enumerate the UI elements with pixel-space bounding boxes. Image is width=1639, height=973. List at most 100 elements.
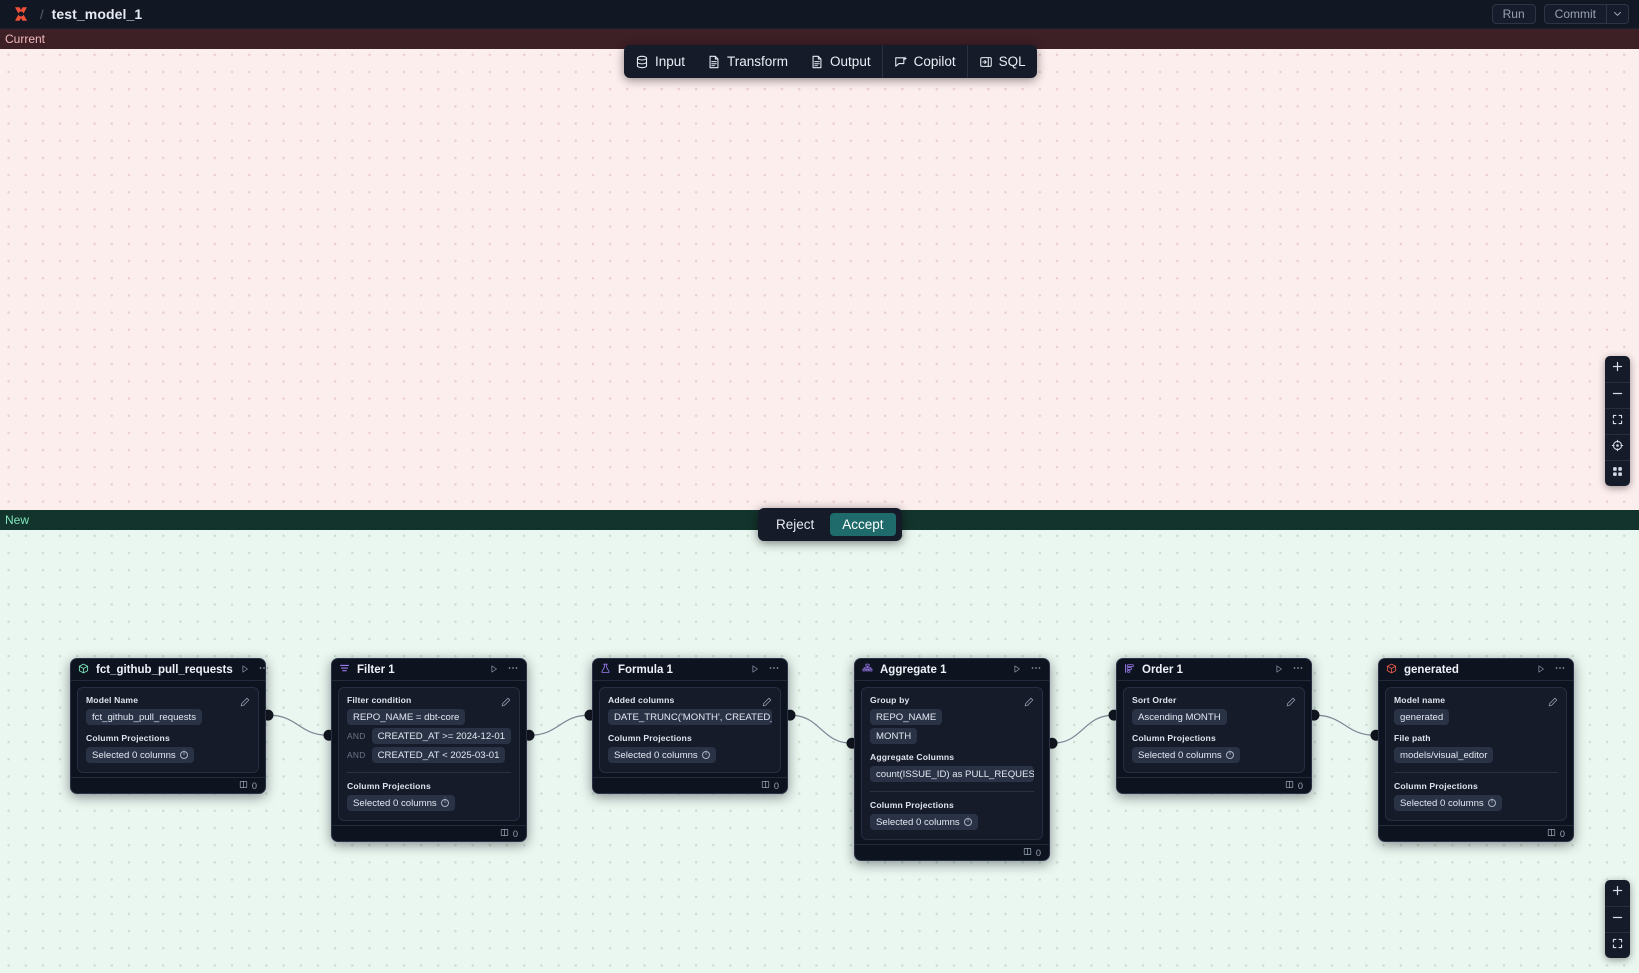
value-pill[interactable]: Selected 0 columns: [1394, 795, 1503, 811]
toolbar-item-sql[interactable]: SQL: [966, 45, 1037, 78]
node-body: Model Name fct_github_pull_requests Colu…: [77, 687, 259, 773]
node-filter[interactable]: Filter 1 Filter condition REPO_NAME = db…: [331, 658, 527, 842]
section-label: Model name: [1394, 695, 1446, 705]
value-pill[interactable]: fct_github_pull_requests: [86, 709, 203, 725]
play-icon[interactable]: [750, 661, 760, 679]
fit-to-screen-button[interactable]: [1605, 408, 1630, 434]
toolbar-label-transform: Transform: [727, 54, 789, 69]
node-generated[interactable]: generated Model name generated File path…: [1378, 658, 1574, 842]
info-icon[interactable]: [440, 798, 450, 808]
zoom-in-button[interactable]: [1605, 880, 1630, 906]
value-pill[interactable]: Ascending MONTH: [1132, 709, 1227, 725]
top-bar: / test_model_1 Run Commit: [0, 0, 1639, 29]
more-horizontal-icon[interactable]: [1030, 661, 1042, 679]
value-pill[interactable]: DATE_TRUNC('MONTH', CREATED_AT…: [608, 709, 772, 725]
play-icon[interactable]: [1274, 661, 1284, 679]
toolbar-item-input[interactable]: Input: [624, 45, 696, 78]
node-title: fct_github_pull_requests: [96, 663, 233, 676]
value-pill[interactable]: REPO_NAME: [870, 709, 943, 725]
pencil-icon[interactable]: [762, 694, 772, 712]
value-pill[interactable]: REPO_NAME = dbt-core: [347, 709, 466, 725]
columns-icon: [500, 828, 509, 839]
value-pill-text: Selected 0 columns: [1138, 749, 1222, 761]
toolbar-item-transform[interactable]: Transform: [696, 45, 799, 78]
value-pill[interactable]: MONTH: [870, 728, 918, 744]
node-header-actions: [240, 661, 270, 679]
node-source[interactable]: fct_github_pull_requests Model Name fct_…: [70, 658, 269, 794]
play-icon[interactable]: [240, 661, 250, 679]
more-horizontal-icon[interactable]: [1292, 661, 1304, 679]
pencil-icon[interactable]: [240, 694, 250, 712]
more-horizontal-icon[interactable]: [507, 661, 519, 679]
value-pill[interactable]: Selected 0 columns: [86, 747, 195, 763]
pencil-icon[interactable]: [1286, 694, 1296, 712]
fit-to-screen-button[interactable]: [1605, 932, 1630, 958]
layout-grid-button[interactable]: [1605, 460, 1630, 486]
pencil-icon[interactable]: [1548, 694, 1558, 712]
value-pill[interactable]: Selected 0 columns: [870, 814, 979, 830]
node-header[interactable]: Formula 1: [593, 659, 787, 681]
more-horizontal-icon[interactable]: [1554, 661, 1566, 679]
value-pill[interactable]: count(ISSUE_ID) as PULL_REQUEST_…: [870, 766, 1034, 782]
diff-action-bar: Reject Accept: [758, 508, 902, 541]
node-section: Model name generated: [1394, 695, 1558, 725]
chevron-down-icon[interactable]: [1606, 4, 1629, 24]
node-formula[interactable]: Formula 1 Added columns DATE_TRUNC('MONT…: [592, 658, 788, 794]
value-pill[interactable]: CREATED_AT < 2025-03-01: [371, 747, 506, 763]
toolbar-item-copilot[interactable]: Copilot: [881, 45, 967, 78]
toolbar-item-output[interactable]: Output: [799, 45, 882, 78]
more-horizontal-icon[interactable]: [768, 661, 780, 679]
pencil-icon[interactable]: [1024, 694, 1034, 712]
play-icon[interactable]: [1536, 661, 1546, 679]
x-logo-icon[interactable]: [10, 3, 32, 25]
zoom-out-button[interactable]: [1605, 906, 1630, 932]
play-icon[interactable]: [489, 661, 499, 679]
node-header[interactable]: Filter 1: [332, 659, 526, 681]
row-count: 0: [251, 780, 257, 791]
current-version-canvas[interactable]: Current: [0, 29, 1639, 510]
value-pill[interactable]: Selected 0 columns: [347, 795, 456, 811]
commit-button[interactable]: Commit: [1543, 4, 1606, 24]
value-pill-text: CREATED_AT < 2025-03-01: [377, 749, 500, 761]
plus-icon: [1611, 360, 1624, 378]
info-icon[interactable]: [701, 750, 711, 760]
run-button[interactable]: Run: [1491, 4, 1536, 24]
info-icon[interactable]: [963, 817, 973, 827]
value-pill[interactable]: models/visual_editor: [1394, 747, 1494, 763]
value-pill-text: fct_github_pull_requests: [92, 711, 197, 723]
value-pill[interactable]: Selected 0 columns: [608, 747, 717, 763]
node-header[interactable]: generated: [1379, 659, 1573, 681]
zoom-out-button[interactable]: [1605, 382, 1630, 408]
node-header[interactable]: Order 1: [1117, 659, 1311, 681]
value-row: generated: [1394, 709, 1558, 725]
sql-panel-icon: [979, 55, 993, 69]
info-icon[interactable]: [1225, 750, 1235, 760]
node-order[interactable]: Order 1 Sort Order Ascending MONTH Colum…: [1116, 658, 1312, 794]
play-icon[interactable]: [1012, 661, 1022, 679]
recenter-button[interactable]: [1605, 434, 1630, 460]
node-aggregate[interactable]: Aggregate 1 Group by REPO_NAME MONTH Agg…: [854, 658, 1050, 861]
node-section: Sort Order Ascending MONTH: [1132, 695, 1296, 725]
new-version-canvas[interactable]: New fct_github_pull_requests Model Name …: [0, 510, 1639, 973]
value-row: Selected 0 columns: [86, 747, 250, 763]
info-icon[interactable]: [179, 750, 189, 760]
node-header[interactable]: Aggregate 1: [855, 659, 1049, 681]
info-icon[interactable]: [1487, 798, 1497, 808]
row-count: 0: [1559, 828, 1565, 839]
more-horizontal-icon[interactable]: [258, 661, 270, 679]
zoom-in-button[interactable]: [1605, 356, 1630, 382]
reject-button[interactable]: Reject: [776, 517, 815, 532]
value-pill-text: count(ISSUE_ID) as PULL_REQUEST_…: [876, 768, 1034, 780]
value-pill[interactable]: generated: [1394, 709, 1450, 725]
document-icon: [810, 55, 824, 69]
columns-icon: [761, 780, 770, 791]
pencil-icon[interactable]: [501, 694, 511, 712]
accept-button[interactable]: Accept: [830, 513, 896, 536]
value-pill[interactable]: CREATED_AT >= 2024-12-01: [371, 728, 511, 744]
columns-icon: [239, 780, 248, 791]
node-header[interactable]: fct_github_pull_requests: [71, 659, 269, 681]
plus-icon: [1611, 884, 1624, 902]
value-pill[interactable]: Selected 0 columns: [1132, 747, 1241, 763]
node-section: Column Projections Selected 0 columns: [1132, 733, 1296, 763]
value-row: Ascending MONTH: [1132, 709, 1296, 725]
